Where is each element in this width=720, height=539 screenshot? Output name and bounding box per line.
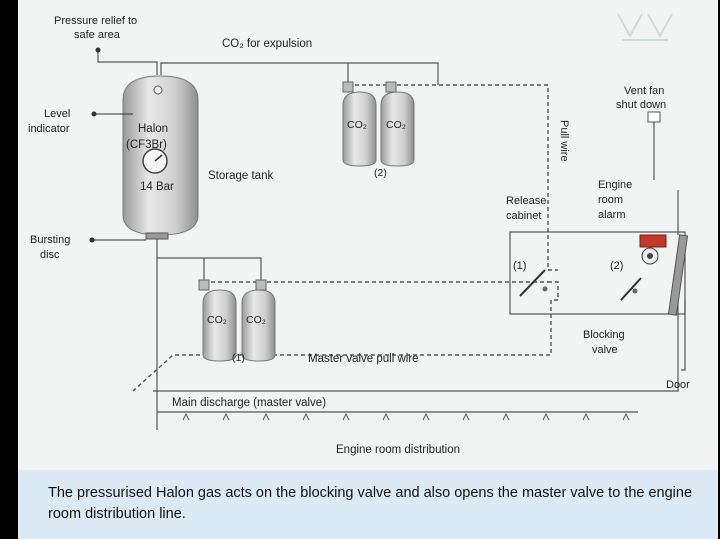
co2-bottle-label: CO₂	[347, 119, 367, 131]
level-indicator-label-2: indicator	[28, 123, 70, 135]
nozzle-icon	[422, 412, 430, 421]
halon-storage-tank: Halon (CF3Br) 14 Bar	[122, 75, 199, 240]
cabinet-lever-1-label: (1)	[513, 260, 526, 272]
level-indicator-label-1: Level	[44, 108, 70, 120]
nozzle-icon	[262, 412, 270, 421]
distribution-nozzles	[182, 412, 630, 421]
alarm-label-3: alarm	[598, 209, 626, 221]
pipework	[97, 50, 686, 430]
bottle-group-1-label: (1)	[232, 352, 245, 364]
nozzle-icon	[542, 412, 550, 421]
co2-expulsion-label: CO₂ for expulsion	[222, 38, 312, 50]
halon-label-1: Halon	[138, 123, 168, 135]
nozzle-icon	[222, 412, 230, 421]
co2-bottle-label: CO₂	[386, 119, 406, 131]
nozzle-icon	[342, 412, 350, 421]
co2-bottles-group-1: CO₂ CO₂ (1)	[198, 279, 276, 364]
vent-fan-label-2: shut down	[616, 99, 666, 111]
co2-bottle-label: CO₂	[207, 314, 227, 326]
alarm-label-2: room	[598, 194, 623, 206]
nozzle-icon	[462, 412, 470, 421]
pressure-relief-label-2: safe area	[74, 29, 121, 41]
blocking-valve-label-2: valve	[592, 344, 618, 356]
release-levers	[519, 269, 642, 301]
nozzle-icon	[182, 412, 190, 421]
co2-bottles-group-2: CO₂ CO₂ (2)	[342, 81, 415, 179]
co2-bottle-label: CO₂	[246, 314, 266, 326]
alarm-label-1: Engine	[598, 179, 632, 191]
door-label: Door	[666, 379, 690, 391]
release-cabinet-label-1: Release	[506, 195, 546, 207]
vent-fan-switch-icon	[647, 111, 661, 123]
logo-watermark	[617, 13, 673, 41]
master-valve-pull-wire-label: Master valve pull wire	[308, 353, 419, 365]
bottle-group-2-label: (2)	[374, 167, 387, 179]
halon-system-diagram: Halon (CF3Br) 14 Bar CO₂ CO₂ (2)	[28, 13, 690, 456]
blocking-valve	[639, 234, 689, 316]
release-cabinet-label-2: cabinet	[506, 210, 541, 222]
distribution-label: Engine room distribution	[336, 444, 460, 456]
nozzle-icon	[582, 412, 590, 421]
label-pointers	[89, 47, 146, 243]
cabinet-lever-2-label: (2)	[610, 260, 623, 272]
halon-label-2: (CF3Br)	[126, 139, 167, 151]
main-discharge-label: Main discharge (master valve)	[172, 397, 326, 409]
nozzle-icon	[622, 412, 630, 421]
bursting-disc-label-1: Bursting	[30, 234, 70, 246]
tank-pressure-label: 14 Bar	[140, 181, 174, 193]
storage-tank-label: Storage tank	[208, 170, 273, 182]
vent-fan-label-1: Vent fan	[624, 85, 664, 97]
nozzle-icon	[502, 412, 510, 421]
nozzle-icon	[302, 412, 310, 421]
caption: The pressurised Halon gas acts on the bl…	[18, 470, 718, 539]
pressure-relief-label-1: Pressure relief to	[54, 15, 137, 27]
diagram-panel: Halon (CF3Br) 14 Bar CO₂ CO₂ (2)	[18, 0, 718, 539]
nozzle-icon	[382, 412, 390, 421]
pull-wire-label: Pull wire	[558, 120, 570, 162]
bursting-disc-label-2: disc	[40, 249, 60, 261]
blocking-valve-label-1: Blocking	[583, 329, 625, 341]
